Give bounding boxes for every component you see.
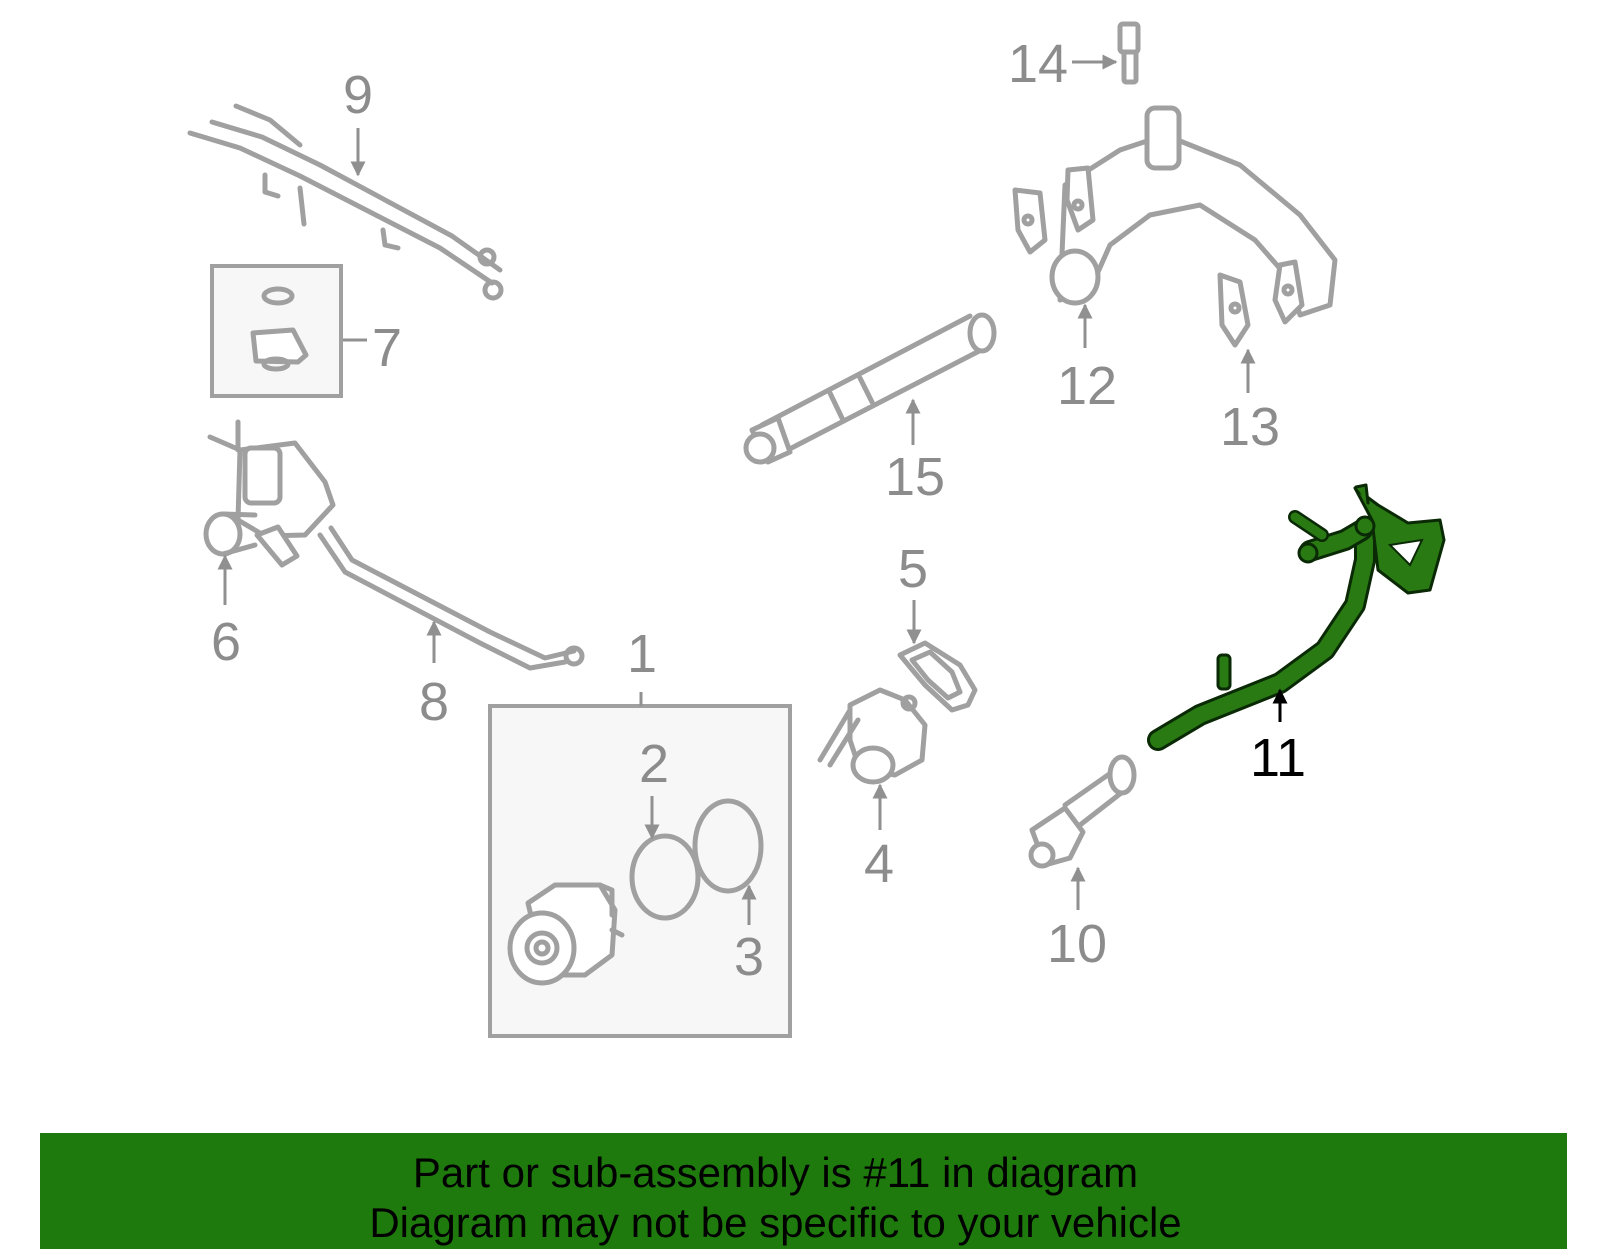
part-1-water-pump-kit	[488, 704, 792, 1038]
callout-12: 12	[1057, 356, 1117, 416]
callout-6: 6	[211, 612, 241, 672]
banner-line-part-number: Part or sub-assembly is #11 in diagram	[412, 1149, 1139, 1196]
callout-numbers: 9 7 6 8 1 2 3 4 5 15 12 13 14 10 11	[211, 34, 1306, 987]
callout-2: 2	[639, 734, 669, 794]
part-9-bypass-pipe	[187, 103, 504, 301]
part-11-water-pipe-highlighted	[1147, 483, 1446, 751]
part-14-temperature-sensor	[1117, 21, 1141, 85]
callout-4: 4	[864, 834, 894, 894]
part-15-pipe	[743, 312, 997, 465]
part-7-fitting	[210, 264, 343, 398]
callout-9: 9	[343, 65, 373, 125]
callout-1: 1	[627, 624, 657, 684]
part-8-hose	[317, 525, 585, 671]
part-5-gasket	[897, 640, 978, 713]
callout-5: 5	[898, 539, 928, 599]
part-6-water-outlet-housing	[203, 419, 336, 568]
callout-11: 11	[1250, 728, 1306, 788]
part-4-thermostat-housing	[817, 687, 928, 785]
callout-15: 15	[885, 447, 945, 507]
callout-3: 3	[734, 927, 764, 987]
leader-lines	[217, 54, 1288, 925]
callout-13: 13	[1220, 397, 1280, 457]
part-info-banner: Part or sub-assembly is #11 in diagram D…	[40, 1133, 1567, 1249]
callout-8: 8	[419, 672, 449, 732]
callout-7: 7	[372, 318, 402, 378]
water-pump-body	[507, 882, 625, 986]
callout-10: 10	[1047, 914, 1107, 974]
part-10-hose-fitting	[1028, 754, 1137, 869]
callout-14: 14	[1008, 34, 1068, 94]
banner-line-disclaimer: Diagram may not be specific to your vehi…	[369, 1199, 1182, 1246]
part-13-gasket	[1217, 259, 1305, 348]
